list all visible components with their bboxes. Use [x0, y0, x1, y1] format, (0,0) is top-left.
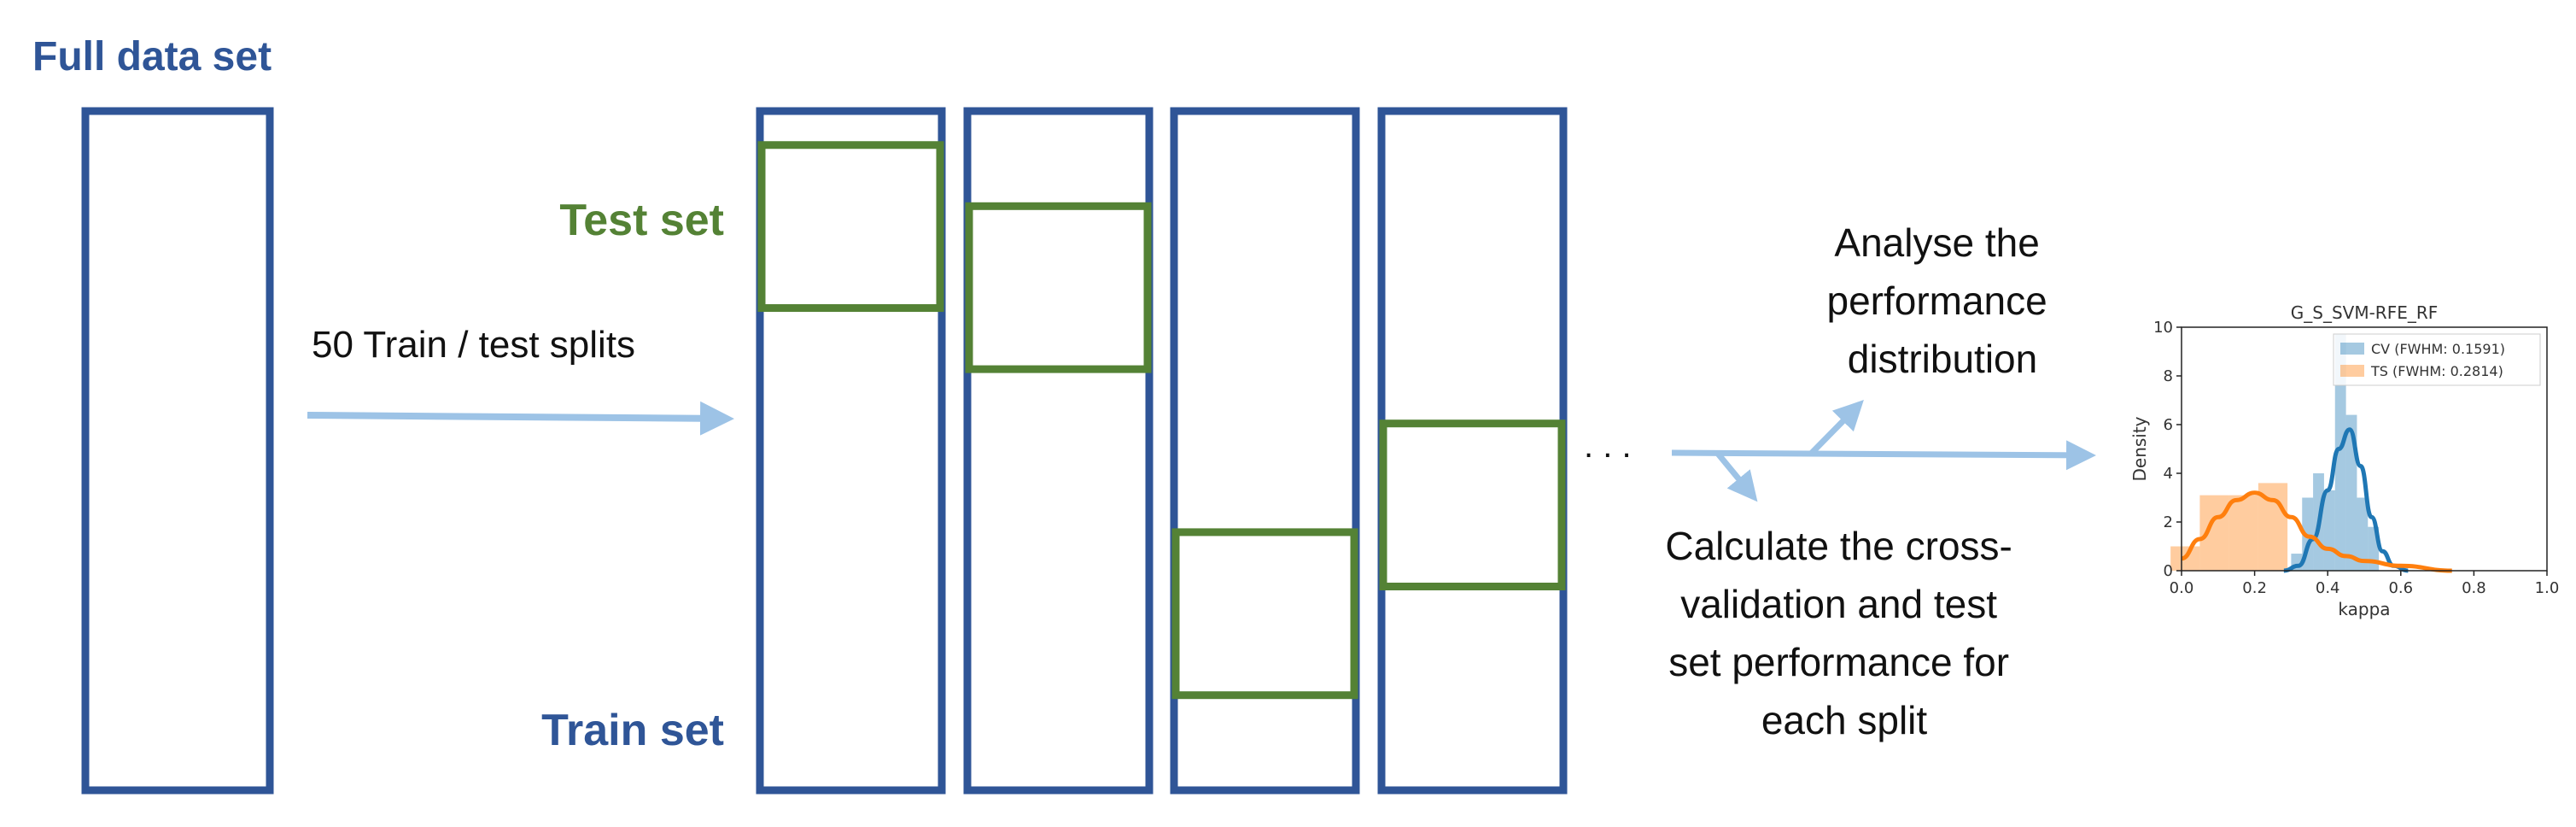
y-tick-label: 2	[2164, 513, 2173, 531]
test-set-label: Test set	[559, 196, 724, 245]
split-boxes	[756, 107, 1568, 795]
x-tick-label: 1.0	[2535, 579, 2560, 597]
x-tick-label: 0.8	[2462, 579, 2486, 597]
hist-bar-cv-7	[2357, 497, 2369, 571]
splits-label: 50 Train / test splits	[312, 324, 635, 366]
legend-swatch-cv	[2340, 343, 2364, 355]
full-data-set-label: Full data set	[32, 34, 272, 79]
x-tick-label: 0.0	[2170, 579, 2194, 597]
y-tick-label: 6	[2164, 416, 2173, 434]
y-axis-label: Density	[2129, 416, 2150, 481]
split-box-4	[1377, 107, 1568, 795]
calculate-branch-arrow	[1715, 451, 1758, 502]
x-tick-label: 0.4	[2316, 579, 2340, 597]
legend-label-ts: TS (FWHM: 0.2814)	[2370, 363, 2503, 379]
calculate-line-4: each split	[1761, 698, 1928, 742]
y-tick-label: 8	[2164, 367, 2173, 385]
split-box-3	[1170, 107, 1360, 795]
density-chart: G_S_SVM-RFE_RF 0.0 0.2 0.4 0.6 0.8 1.0 0 2 4 6 8 10 k…	[2129, 302, 2559, 619]
x-tick-label: 0.2	[2242, 579, 2267, 597]
analyse-line-1: Analyse the	[1834, 220, 2039, 265]
test-region-1	[757, 141, 944, 313]
legend-box	[2333, 333, 2541, 386]
main-arrow	[1671, 440, 2096, 471]
full-data-set-box	[81, 107, 274, 795]
splits-arrow	[307, 401, 734, 436]
calculate-line-1: Calculate the cross-	[1665, 524, 2012, 568]
y-tick-label: 4	[2164, 465, 2173, 483]
test-region-2	[965, 202, 1152, 373]
calculate-line-2: validation and test	[1680, 582, 1997, 626]
legend-swatch-ts	[2340, 365, 2364, 377]
y-tick-label: 0	[2164, 562, 2173, 580]
hist-bar-ts-3	[2228, 495, 2258, 571]
x-tick-label: 0.6	[2388, 579, 2413, 597]
analyse-branch-arrow	[1809, 400, 1864, 455]
test-region-4	[1379, 419, 1566, 591]
train-set-label: Train set	[541, 706, 724, 755]
chart-frame	[2181, 326, 2548, 572]
analyse-line-3: distribution	[1848, 337, 2037, 381]
analyse-line-2: performance	[1826, 279, 2047, 323]
calculate-line-3: set performance for	[1668, 640, 2009, 684]
y-tick-label: 10	[2153, 319, 2173, 337]
kde-curve-cv	[2283, 427, 2409, 573]
hist-bar-cv-5	[2334, 334, 2346, 571]
test-region-3	[1171, 528, 1358, 700]
split-box-1	[756, 107, 946, 795]
split-box-2	[963, 107, 1154, 795]
ellipsis-label: . . .	[1584, 427, 1632, 465]
x-axis-label: kappa	[2338, 599, 2390, 619]
calculate-text: Calculate the cross- validation and test…	[1665, 524, 2023, 742]
hist-bar-cv-4	[2323, 490, 2335, 571]
legend-label-cv: CV (FWHM: 0.1591)	[2371, 341, 2505, 357]
analyse-text: Analyse the performance distribution	[1826, 220, 2058, 381]
chart-title: G_S_SVM-RFE_RF	[2291, 302, 2438, 323]
kde-curve-ts	[2181, 490, 2452, 573]
